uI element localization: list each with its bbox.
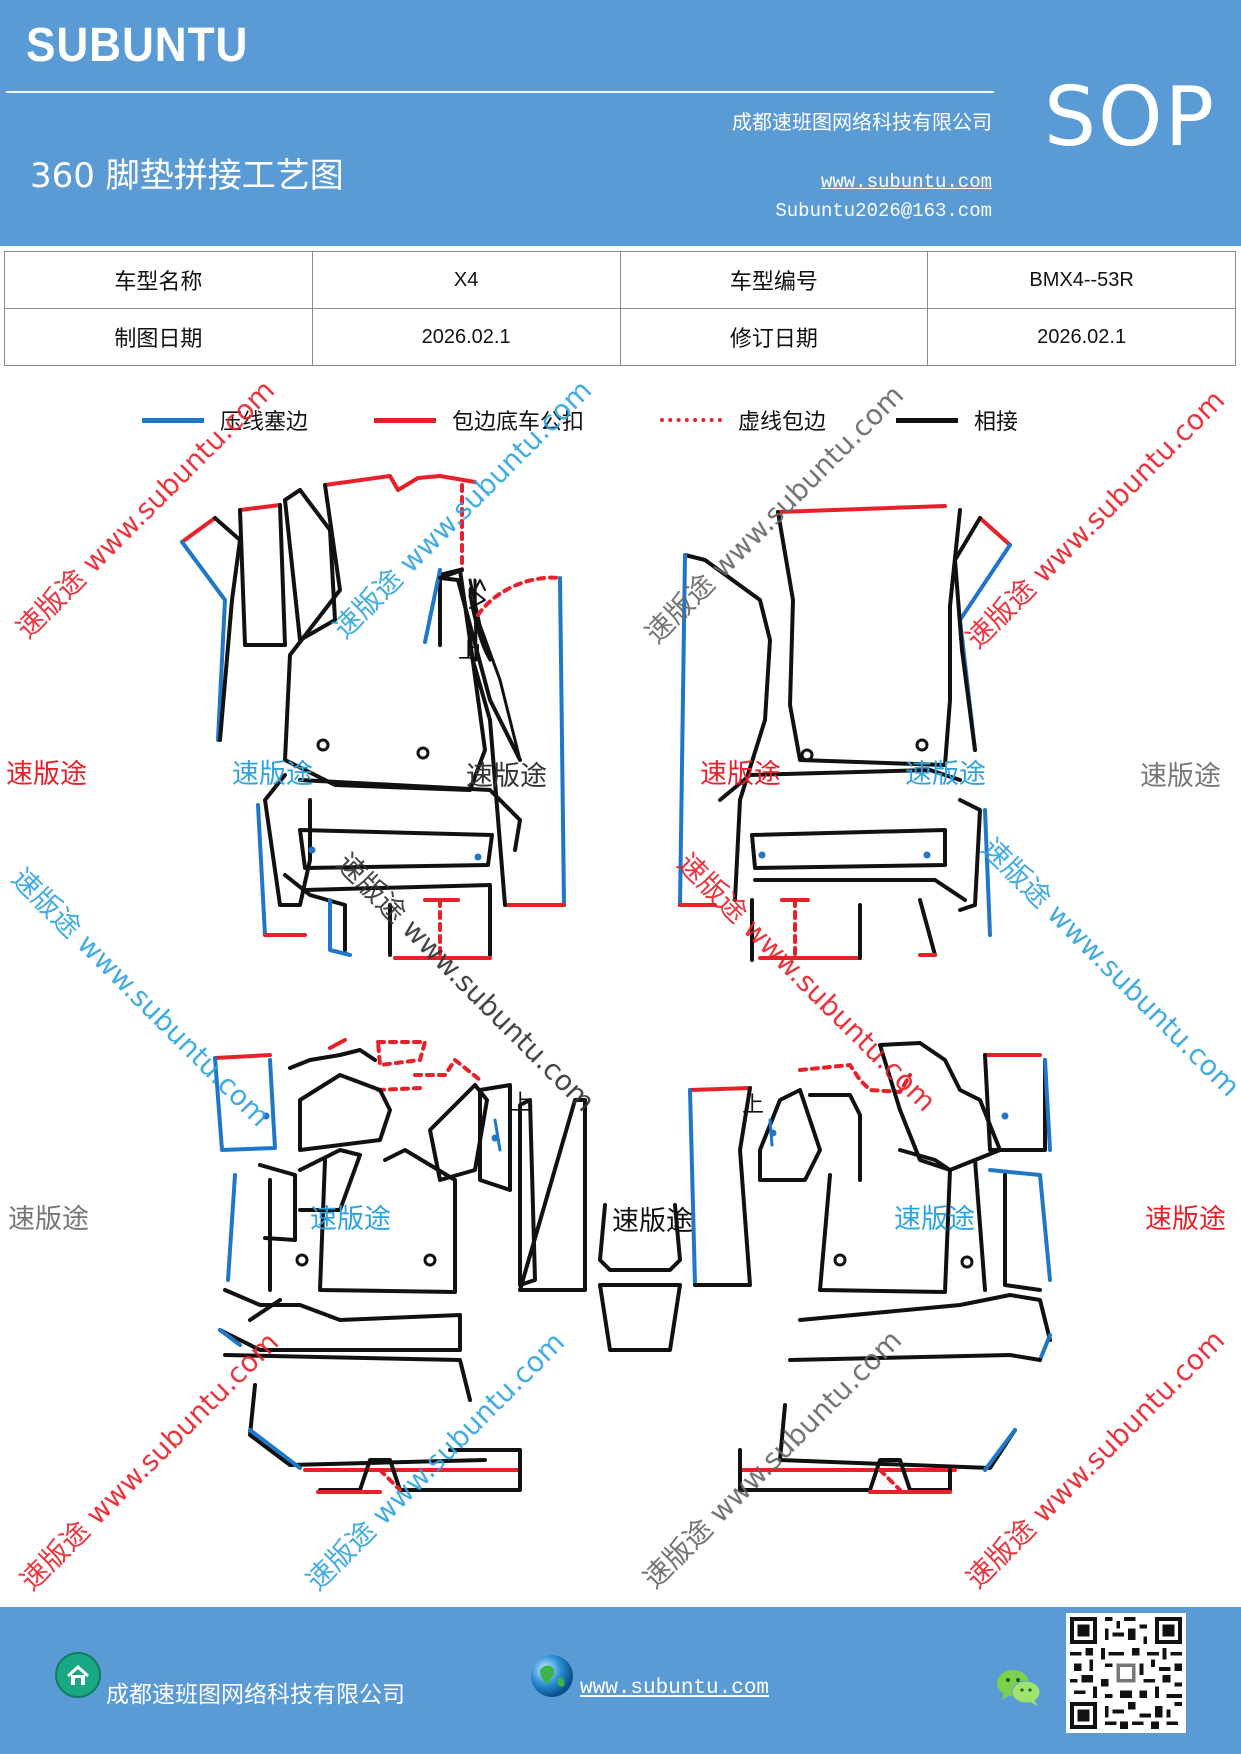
watermark: 速版途 www.subuntu.com	[5, 862, 277, 1134]
qr-code[interactable]	[1066, 1613, 1186, 1733]
watermark: 速版途 www.subuntu.com	[327, 373, 599, 645]
footer-website-link[interactable]: www.subuntu.com	[580, 1677, 770, 1700]
globe-icon	[531, 1655, 573, 1697]
legend-label: 压线塞边	[220, 410, 309, 435]
watermark: 速版途 www.subuntu.com	[975, 832, 1241, 1104]
legend-label: 相接	[974, 410, 1019, 435]
watermark: 速版途	[612, 1206, 693, 1237]
info-value-cell: BMX4--53R	[927, 251, 1236, 309]
legend-item-black: 相接	[896, 402, 1018, 438]
legend-item-dotted: 虚线包边	[660, 402, 826, 438]
home-badge-icon	[55, 1652, 101, 1698]
legend-swatch-dotted	[660, 418, 722, 422]
info-value-cell: 2026.02.1	[927, 308, 1236, 366]
header-divider	[6, 91, 994, 93]
legend-item-blue: 压线塞边	[142, 402, 308, 438]
watermark: 速版途 www.subuntu.com	[960, 383, 1232, 655]
watermark: 速版途	[894, 1204, 975, 1235]
front-left-mat	[180, 474, 566, 962]
watermark: 速版途	[905, 759, 986, 790]
direction-marker: 上	[510, 1091, 532, 1116]
watermark: 速版途 www.subuntu.com	[300, 1325, 572, 1597]
direction-marker: 上	[458, 639, 480, 664]
footer-banner: 成都速班图网络科技有限公司 www.subuntu.com	[0, 1607, 1241, 1754]
watermark: 速版途 www.subuntu.com	[960, 1323, 1232, 1595]
watermark: 速版途 www.subuntu.com	[671, 847, 943, 1119]
watermark: 速版途	[1145, 1204, 1226, 1235]
legend-swatch-blue	[142, 417, 204, 423]
legend-swatch-red	[374, 417, 436, 423]
wechat-icon[interactable]	[996, 1667, 1042, 1707]
sop-badge: SOP	[1044, 70, 1217, 165]
watermark: 速版途	[232, 759, 313, 790]
watermark: 速版途	[466, 761, 547, 792]
rear-mat-set	[213, 1038, 1052, 1494]
watermark: 速版途 www.subuntu.com	[637, 1323, 909, 1595]
front-right-mat	[678, 504, 1012, 962]
page-title: 360 脚垫拼接工艺图	[30, 156, 344, 196]
watermark: 速版途	[1140, 761, 1221, 792]
watermark: 速版途	[6, 759, 87, 790]
info-label-cell: 制图日期	[4, 308, 313, 366]
header-website-link[interactable]: www.subuntu.com	[820, 171, 992, 193]
watermark: 速版途 www.subuntu.com	[14, 1325, 286, 1597]
header-company: 成都速班图网络科技有限公司	[732, 110, 992, 134]
footer-company: 成都速班图网络科技有限公司	[106, 1682, 405, 1708]
legend-swatch-black	[896, 417, 958, 423]
legend-item-red: 包边底车公扣	[374, 402, 584, 438]
watermark: 速版途 www.subuntu.com	[639, 378, 911, 650]
watermark: 速版途	[310, 1204, 391, 1235]
info-value-cell: X4	[311, 251, 621, 309]
header-email[interactable]: Subuntu2026@163.com	[775, 200, 992, 222]
watermark: 速版途	[700, 759, 781, 790]
info-label-cell: 车型名称	[4, 251, 313, 309]
info-value-cell: 2026.02.1	[311, 308, 621, 366]
legend-label: 包边底车公扣	[452, 410, 585, 435]
watermark: 速版途	[8, 1204, 89, 1235]
legend-label: 虚线包边	[738, 410, 827, 435]
info-label-cell: 车型编号	[619, 251, 929, 309]
qr-code-pattern	[1070, 1617, 1182, 1729]
brand-logo: SUBUNTU	[26, 19, 249, 72]
header-banner: SUBUNTU 成都速班图网络科技有限公司 360 脚垫拼接工艺图 www.su…	[0, 0, 1241, 246]
direction-marker: 上	[742, 1093, 764, 1118]
info-label-cell: 修订日期	[619, 308, 929, 366]
